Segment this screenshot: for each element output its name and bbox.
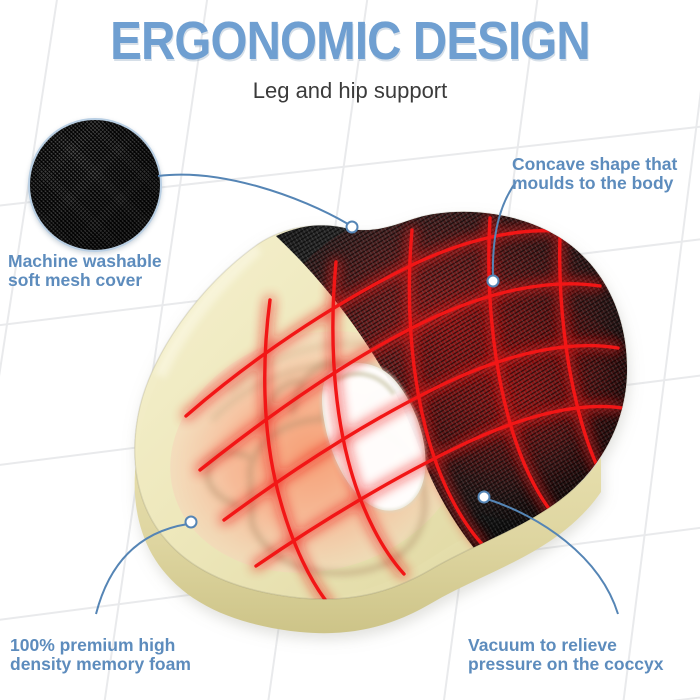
callout-label-machine-washable: Machine washable soft mesh cover xyxy=(8,251,162,290)
callout-label-coccyx-vacuum: Vacuum to relieve pressure on the coccyx xyxy=(468,635,664,674)
page-title: ERGONOMIC DESIGN xyxy=(110,11,591,71)
callout-label-memory-foam: 100% premium high density memory foam xyxy=(10,635,191,674)
page-subtitle: Leg and hip support xyxy=(252,78,448,103)
mesh-fabric-swatch xyxy=(28,118,162,252)
cushion-body xyxy=(133,210,628,634)
callout-label-concave-shape: Concave shape that moulds to the body xyxy=(512,154,678,193)
